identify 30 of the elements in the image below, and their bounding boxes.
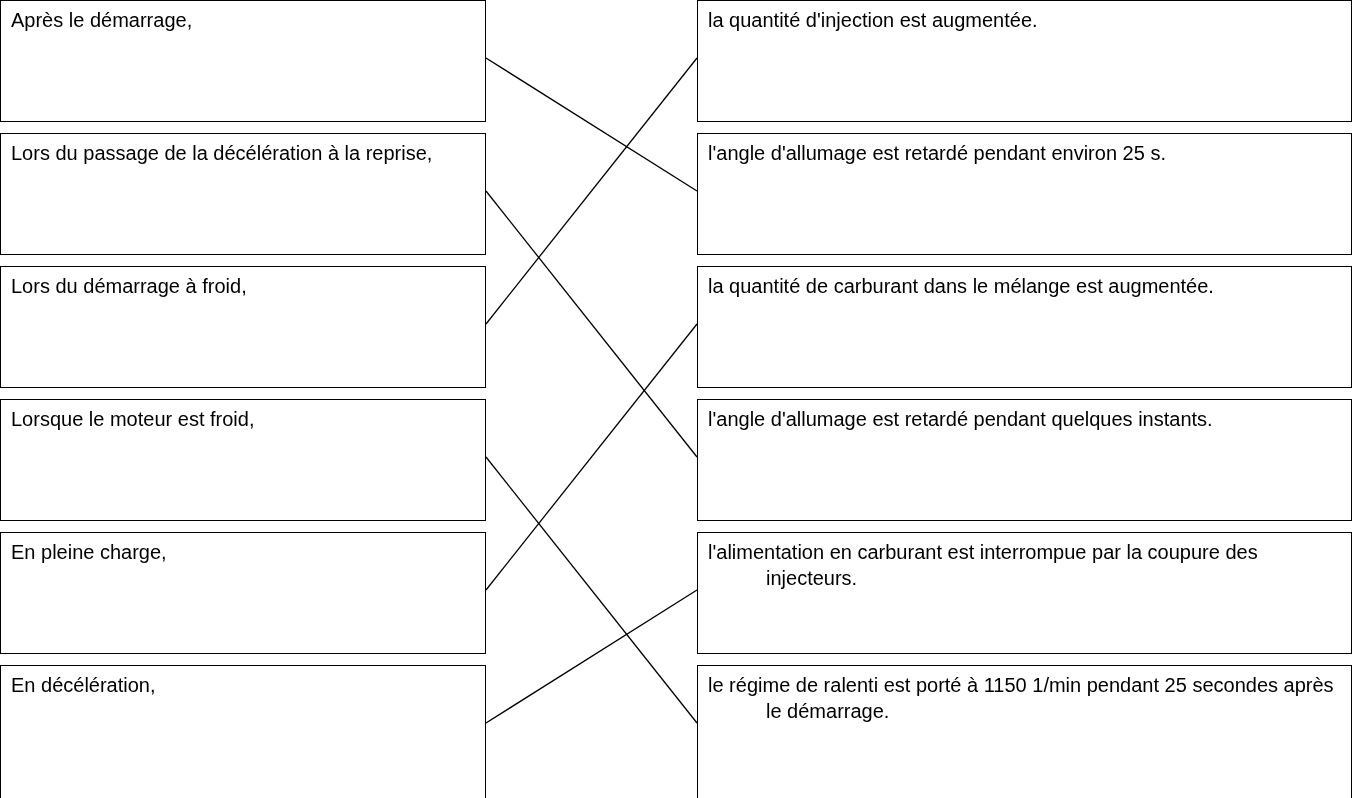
text-box	[697, 532, 1352, 654]
statement-text: En pleine charge,	[11, 540, 168, 565]
text-box	[697, 665, 1352, 798]
statement-text: Après le démarrage,	[11, 8, 194, 33]
text-box	[0, 532, 486, 654]
connector-line	[485, 456, 698, 724]
statement-text: le régime de ralenti est porté à 1150 1/min pendant 25 secondes après le démarrage.	[708, 673, 1335, 724]
connector-line	[485, 57, 698, 325]
text-box	[697, 133, 1352, 255]
statement-text: Lorsque le moteur est froid,	[11, 407, 256, 432]
connector-line	[485, 57, 698, 192]
statement-text: Lors du démarrage à froid,	[11, 274, 248, 299]
statement-text: l'angle d'allumage est retardé pendant environ 25 s.	[708, 141, 1167, 166]
statement-text: l'angle d'allumage est retardé pendant quelques instants.	[708, 407, 1214, 432]
text-box	[0, 133, 486, 255]
text-box	[697, 399, 1352, 521]
text-box	[0, 399, 486, 521]
statement-text: En décélération,	[11, 673, 157, 698]
text-box	[0, 266, 486, 388]
connector-line	[485, 190, 698, 458]
connector-line	[485, 323, 698, 591]
statement-text: Lors du passage de la décélération à la reprise,	[11, 141, 434, 166]
text-box	[0, 0, 486, 122]
text-box	[697, 266, 1352, 388]
statement-text: l'alimentation en carburant est interrompue par la coupure des injecteurs.	[708, 540, 1259, 591]
text-box	[697, 0, 1352, 122]
statement-text: la quantité de carburant dans le mélange est augmentée.	[708, 274, 1215, 299]
statement-text: la quantité d'injection est augmentée.	[708, 8, 1039, 33]
text-box	[0, 665, 486, 798]
connector-line	[485, 589, 698, 724]
